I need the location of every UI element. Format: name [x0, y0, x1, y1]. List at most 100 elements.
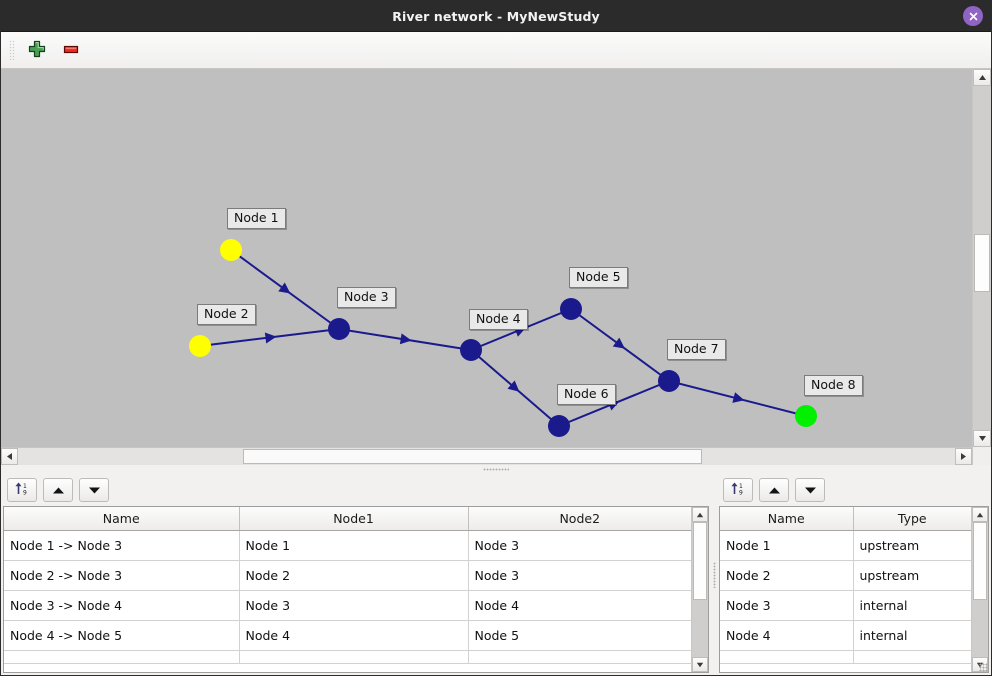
table-cell[interactable] [853, 650, 971, 664]
canvas-scroll-right-button[interactable] [955, 448, 972, 465]
horizontal-splitter[interactable] [1, 465, 991, 474]
graph-node-node-2[interactable] [189, 335, 211, 357]
add-node-button[interactable] [25, 38, 49, 62]
branches-scroll-down-button[interactable] [692, 657, 708, 672]
table-cell[interactable]: Node 3 [468, 560, 691, 591]
graph-node-label-node-7[interactable]: Node 7 [667, 339, 726, 360]
canvas-horizontal-scroll-thumb[interactable] [242, 449, 702, 464]
column-header-node1[interactable]: Node1 [239, 507, 469, 531]
table-cell[interactable]: Node 4 [239, 620, 469, 651]
table-cell[interactable] [468, 650, 691, 664]
table-cell[interactable]: Node 2 [720, 560, 854, 591]
table-cell[interactable]: internal [853, 590, 971, 621]
graph-node-node-1[interactable] [220, 239, 242, 261]
graph-node-label-node-2[interactable]: Node 2 [197, 304, 256, 325]
graph-node-node-7[interactable] [658, 370, 680, 392]
table-row-partial[interactable] [4, 650, 691, 664]
canvas-vertical-scroll-thumb[interactable] [974, 233, 990, 293]
branches-scroll-thumb[interactable] [693, 522, 707, 600]
close-button[interactable] [963, 6, 983, 26]
graph-node-node-6[interactable] [548, 415, 570, 437]
table-cell[interactable]: upstream [853, 530, 971, 561]
table-cell[interactable] [720, 650, 854, 664]
nodes-scroll-up-button[interactable] [972, 507, 988, 522]
table-cell[interactable]: Node 2 [239, 560, 469, 591]
graph-node-label-node-5[interactable]: Node 5 [569, 267, 628, 288]
graph-node-label-node-1[interactable]: Node 1 [227, 208, 286, 229]
network-canvas-container: Node 1 Node 2 Node 3 Node 4 Node 5 Node 6 Node… [1, 69, 991, 465]
close-icon [968, 11, 979, 22]
table-cell[interactable]: Node 4 [468, 590, 691, 621]
canvas-scroll-down-button[interactable] [973, 430, 991, 447]
graph-node-node-4[interactable] [460, 339, 482, 361]
table-cell[interactable] [4, 650, 240, 664]
nodes-move-up-button[interactable] [759, 478, 789, 502]
graph-node-label-node-3[interactable]: Node 3 [337, 287, 396, 308]
branches-vertical-scrollbar[interactable] [691, 507, 708, 672]
graph-edge-arrow-icon [278, 282, 291, 294]
canvas-vertical-scrollbar[interactable] [972, 69, 991, 447]
canvas-scroll-left-button[interactable] [1, 448, 18, 465]
nodes-vertical-scrollbar[interactable] [971, 507, 988, 672]
graph-node-node-5[interactable] [560, 298, 582, 320]
graph-node-label-node-6[interactable]: Node 6 [557, 384, 616, 405]
table-cell[interactable]: Node 1 [720, 530, 854, 561]
nodes-scroll-thumb[interactable] [973, 522, 987, 600]
table-row-partial[interactable] [720, 650, 971, 664]
vertical-splitter[interactable] [711, 474, 717, 675]
nodes-move-down-button[interactable] [795, 478, 825, 502]
canvas-vertical-scroll-track[interactable] [973, 86, 991, 430]
branches-sort-button[interactable]: 1 9 [7, 478, 37, 502]
branches-pane: 1 9 [1, 474, 711, 675]
column-header-name[interactable]: Name [4, 507, 240, 531]
column-header-type[interactable]: Type [853, 507, 971, 531]
nodes-scroll-track[interactable] [972, 522, 988, 657]
table-cell[interactable]: Node 1 [239, 530, 469, 561]
column-header-node2[interactable]: Node2 [468, 507, 691, 531]
table-cell[interactable]: Node 4 -> Node 5 [4, 620, 240, 651]
canvas-horizontal-scroll-track[interactable] [18, 448, 955, 465]
graph-edge-arrow-icon [507, 380, 520, 392]
table-cell[interactable]: internal [853, 620, 971, 651]
table-cell[interactable]: Node 2 -> Node 3 [4, 560, 240, 591]
table-cell[interactable]: Node 3 [239, 590, 469, 621]
window-titlebar: River network - MyNewStudy [1, 1, 991, 32]
table-cell[interactable]: Node 3 [720, 590, 854, 621]
window-resize-grip[interactable] [979, 663, 989, 673]
nodes-sort-button[interactable]: 1 9 [723, 478, 753, 502]
table-cell[interactable]: Node 3 [468, 530, 691, 561]
canvas-horizontal-scrollbar[interactable] [1, 447, 972, 465]
delete-node-button[interactable] [59, 38, 83, 62]
table-cell[interactable] [239, 650, 469, 664]
graph-node-label-node-8[interactable]: Node 8 [804, 375, 863, 396]
branches-scroll-up-button[interactable] [692, 507, 708, 522]
branches-scroll-track[interactable] [692, 522, 708, 657]
graph-node-node-3[interactable] [328, 318, 350, 340]
nodes-pane: 1 9 [717, 474, 991, 675]
branches-move-down-button[interactable] [79, 478, 109, 502]
table-cell[interactable]: Node 1 -> Node 3 [4, 530, 240, 561]
sort-ascending-icon: 1 9 [14, 481, 30, 499]
table-cell[interactable]: Node 3 -> Node 4 [4, 590, 240, 621]
table-cell[interactable]: Node 4 [720, 620, 854, 651]
branches-move-up-button[interactable] [43, 478, 73, 502]
toolbar-drag-handle[interactable] [9, 40, 15, 60]
table-cell[interactable]: upstream [853, 560, 971, 591]
delete-node-icon [62, 40, 80, 61]
table-cell[interactable]: Node 5 [468, 620, 691, 651]
graph-node-label-node-4[interactable]: Node 4 [469, 309, 528, 330]
canvas-scroll-up-button[interactable] [973, 69, 991, 86]
river-network-graph[interactable]: Node 1 Node 2 Node 3 Node 4 Node 5 Node 6 Node… [1, 69, 972, 447]
column-header-name[interactable]: Name [720, 507, 854, 531]
graph-node-node-8[interactable] [795, 405, 817, 427]
